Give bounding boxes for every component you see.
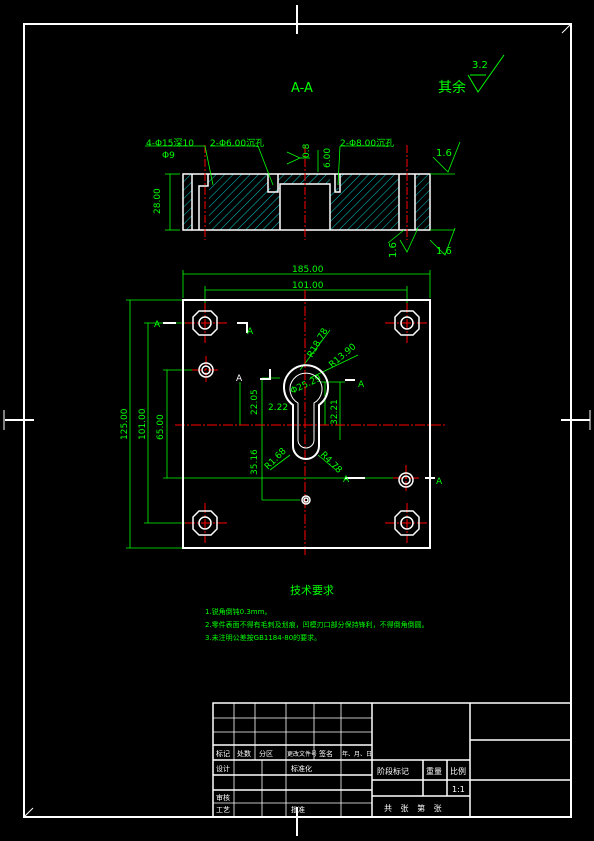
plan-holes — [192, 310, 420, 536]
dim-cavity-lower: 35.16 — [250, 449, 260, 475]
pin-hole-icon — [401, 475, 411, 485]
dim-radius-small-right: R4.78 — [318, 450, 344, 476]
section-marker-a-5: A — [343, 475, 350, 485]
roughness-rest: 其余 3.2 — [438, 54, 505, 96]
plate-outline — [182, 299, 431, 549]
orientation-arrows — [23, 23, 572, 818]
callout-through-hole: Φ9 — [162, 151, 175, 161]
dim-radius-middle: R13.90 — [328, 342, 359, 370]
through-hole-icon — [198, 316, 212, 330]
callout-pin-right: 2-Φ8.00沉孔 — [340, 138, 394, 149]
section-body — [182, 145, 431, 240]
counterbore-hole-icon — [192, 510, 218, 536]
pin-hole-icon — [201, 365, 211, 375]
through-hole-icon — [198, 516, 212, 530]
tb-review-label: 审核 — [216, 793, 230, 802]
tb-process-label: 工艺 — [216, 806, 230, 814]
dim-dia-cavity: Φ25.29 — [289, 374, 323, 397]
through-hole-icon — [400, 516, 414, 530]
section-marker-a-6: A — [436, 477, 443, 487]
section-title: A-A — [291, 81, 313, 96]
title-block-thin-lines — [213, 703, 372, 817]
tb-header-0: 标记 — [216, 749, 230, 758]
callout-pin-left: 2-Φ6.00沉孔 — [210, 138, 264, 149]
tb-scale-value: 1:1 — [452, 785, 465, 794]
tb-header-5: 年、月、日 — [342, 750, 372, 758]
plan-plate — [182, 299, 431, 549]
title-block-header: 标记 处数 分区 更改文件号 签名 年、月、日 — [216, 749, 372, 758]
section-callouts — [145, 141, 461, 256]
keyhole-cavity — [283, 364, 329, 460]
pin-hole-icon — [398, 472, 414, 488]
tb-weight-label: 重量 — [426, 766, 442, 776]
counterbore-hole-icon — [192, 310, 218, 336]
dim-overall-width: 185.00 — [292, 265, 324, 275]
dim-cavity-width: 22.05 — [250, 389, 260, 415]
tb-standard-label: 标准化 — [291, 764, 312, 773]
counterbore-hole-icon — [394, 310, 420, 336]
tb-approve-label: 批准 — [291, 805, 305, 814]
section-marker-a-1: A — [154, 320, 161, 330]
callout-depth: 6.00 — [323, 148, 333, 168]
tb-header-4: 签名 — [319, 749, 333, 758]
dim-hole-spacing-y: 101.00 — [138, 408, 148, 440]
callout-roughness-bottom-right: 1.6 — [436, 246, 452, 257]
tech-req-item-1: 1.锐角倒钝0.3mm。 — [205, 607, 271, 616]
tech-req-item-3: 3.未注明公差按GB1184-80的要求。 — [205, 633, 321, 642]
section-markers — [163, 322, 435, 479]
section-marker-a-4: A — [358, 380, 365, 390]
dim-cavity-offset: 2.22 — [268, 403, 288, 413]
dim-hole-spacing-x: 101.00 — [292, 281, 324, 291]
callout-thickness: 28.00 — [153, 188, 163, 214]
callout-counterbore: 4-Φ15深10 — [146, 138, 194, 149]
tb-header-1: 处数 — [237, 749, 251, 758]
sheet-frame — [3, 5, 591, 836]
tech-req-item-2: 2.零件表面不得有毛刺及划痕，凹模刃口部分保持锋利，不得倒角倒圆。 — [205, 620, 429, 629]
dim-radius-large: R18.78 — [306, 327, 331, 360]
roughness-rest-label: 其余 — [438, 79, 466, 96]
plan-centerlines — [175, 290, 445, 555]
callout-roughness-top: 1.6 — [436, 148, 452, 159]
tech-req-title: 技术要求 — [290, 584, 334, 597]
roughness-rest-symbol — [467, 54, 505, 93]
dim-overall-height: 125.00 — [120, 408, 130, 440]
title-block — [212, 702, 572, 818]
tb-stage-label: 阶段标记 — [377, 766, 409, 776]
pin-hole-icon — [198, 362, 214, 378]
tb-header-3: 更改文件号 — [287, 750, 317, 758]
through-hole-icon — [400, 316, 414, 330]
counterbore-hole-icon — [394, 510, 420, 536]
small-hole-icon — [301, 495, 311, 505]
dim-cavity-depth: 32.21 — [330, 399, 340, 425]
section-marker-a-3: A — [236, 374, 243, 384]
tb-sheets-label: 共 张 第 张 — [384, 803, 445, 813]
dim-center-offset: 65.00 — [156, 414, 166, 440]
tb-scale-label: 比例 — [450, 766, 466, 776]
roughness-rest-value: 3.2 — [472, 60, 488, 71]
tb-header-2: 分区 — [259, 749, 273, 758]
callout-roughness-08: 0.8 — [302, 143, 312, 158]
small-hole-icon — [303, 497, 309, 503]
section-marker-a-2: A — [247, 327, 254, 337]
tb-design-label: 设计 — [216, 764, 230, 773]
callout-roughness-bottom-left: 1.6 — [388, 242, 399, 258]
